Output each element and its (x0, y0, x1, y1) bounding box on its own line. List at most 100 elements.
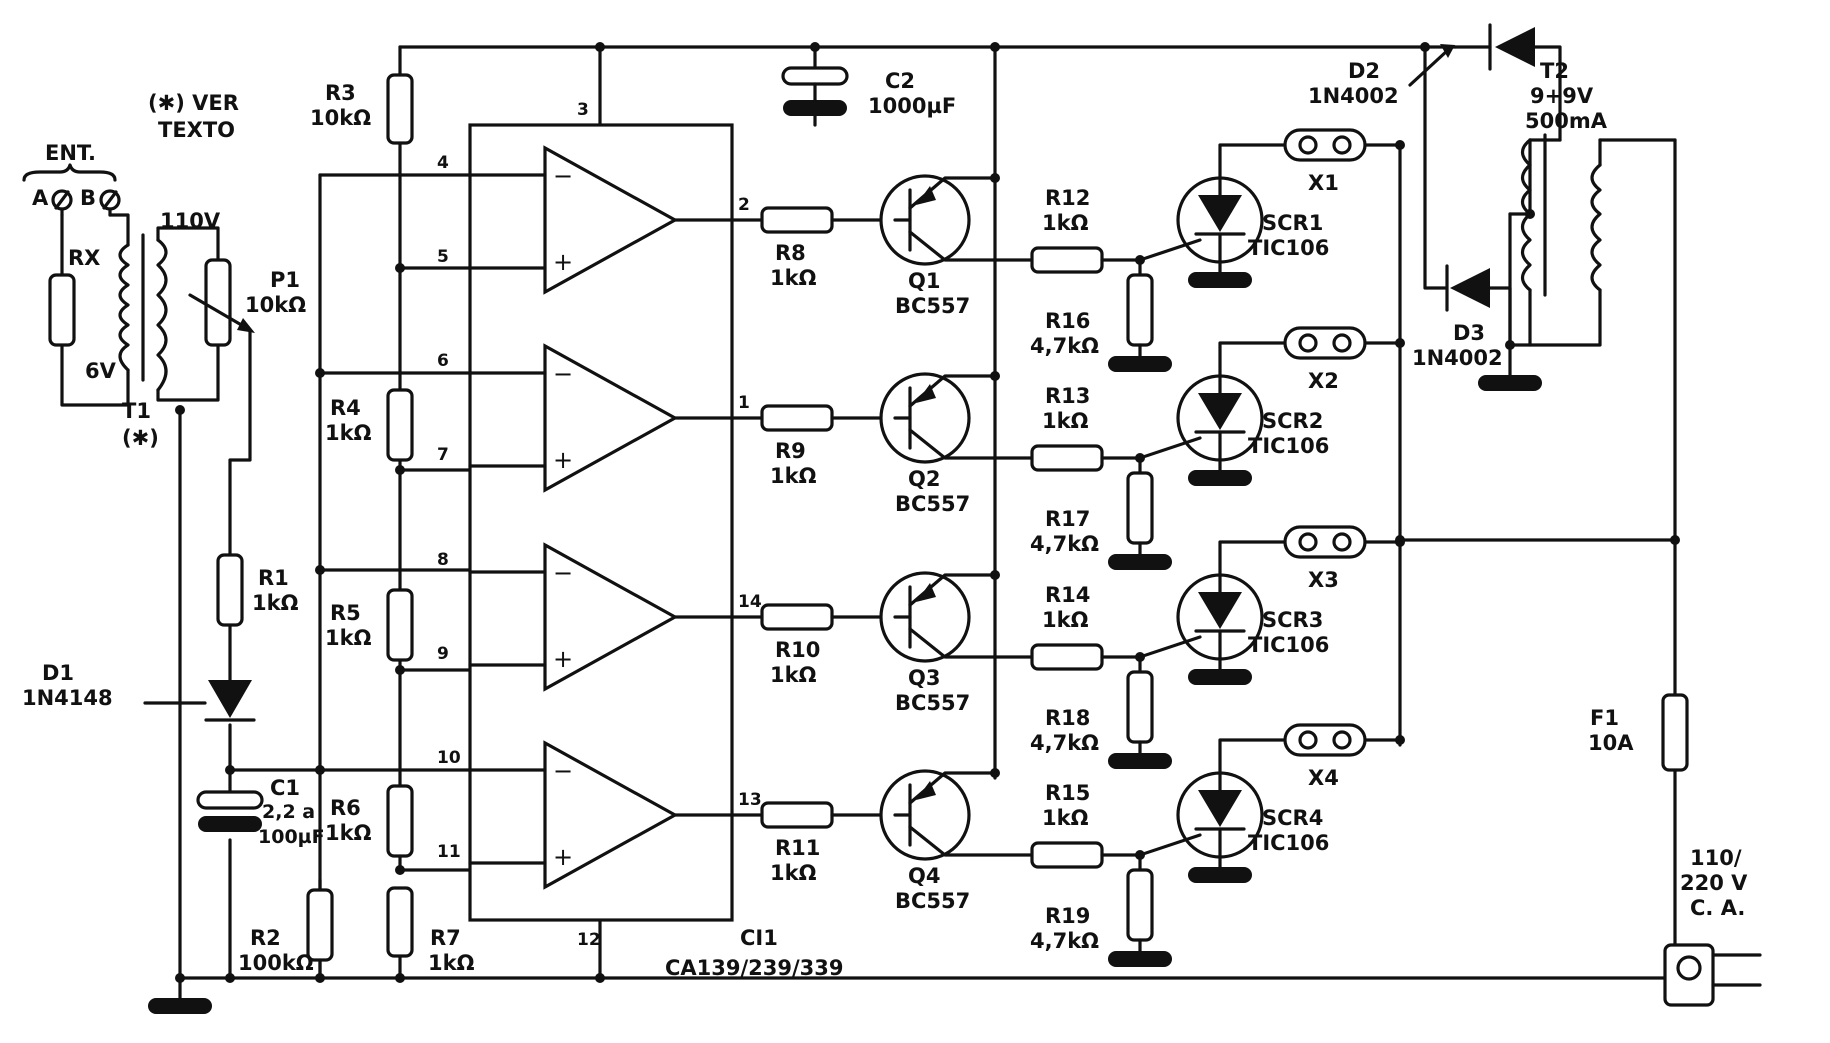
diode-d1 (204, 680, 256, 722)
pulldown-name: R16 (1045, 309, 1090, 333)
r4-name: R4 (330, 396, 361, 420)
transistor (879, 174, 971, 266)
resistor-r2 (306, 888, 334, 962)
rx-name: RX (68, 246, 100, 270)
potentiometer-p1[interactable] (204, 258, 232, 347)
output-socket[interactable] (1283, 525, 1367, 559)
output-socket-name: X3 (1308, 568, 1339, 592)
c1-name: C1 (270, 776, 300, 800)
scr-name: SCR3 (1262, 608, 1323, 632)
pulldown-value: 4,7kΩ (1030, 929, 1099, 953)
output-socket[interactable] (1283, 128, 1367, 162)
pulldown-value: 4,7kΩ (1030, 334, 1099, 358)
pin-minus: 8 (437, 550, 449, 570)
base-resistor-value: 1kΩ (770, 663, 817, 687)
pin-out: 13 (738, 790, 762, 810)
r6-value: 1kΩ (325, 821, 372, 845)
ground (1108, 554, 1172, 570)
transistor-part: BC557 (895, 889, 970, 913)
output-socket[interactable] (1283, 723, 1367, 757)
comparator-4 (543, 740, 679, 890)
plus-sign: + (553, 843, 573, 871)
transistor-name: Q3 (908, 666, 940, 690)
resistor-r7 (386, 886, 414, 958)
f1-name: F1 (1590, 706, 1619, 730)
r7-value: 1kΩ (428, 951, 475, 975)
c1-value2: 100µF (258, 826, 325, 848)
input-brace (22, 163, 117, 182)
r7-name: R7 (430, 926, 461, 950)
r2-value: 100kΩ (238, 951, 314, 975)
gate-resistor-value: 1kΩ (1042, 608, 1089, 632)
t2-voltage: 9+9V (1530, 84, 1594, 108)
f1-value: 10A (1588, 731, 1634, 755)
mains-line2: 220 V (1680, 871, 1748, 895)
base-resistor-value: 1kΩ (770, 464, 817, 488)
transistor (879, 769, 971, 861)
base-resistor-value: 1kΩ (770, 861, 817, 885)
resistor-r5 (386, 588, 414, 662)
d2-part: 1N4002 (1308, 84, 1399, 108)
base-resistor-value: 1kΩ (770, 266, 817, 290)
d1-part: 1N4148 (22, 686, 113, 710)
minus-sign: − (553, 559, 573, 587)
pulldown-value: 4,7kΩ (1030, 532, 1099, 556)
gate-pulldown-resistor (1126, 868, 1154, 942)
capacitor-c2 (781, 66, 849, 116)
plus-sign: + (553, 446, 573, 474)
gate-resistor-value: 1kΩ (1042, 211, 1089, 235)
ic-pin-vcc: 3 (577, 100, 589, 120)
transistor (879, 372, 971, 464)
mains-line3: C. A. (1690, 896, 1745, 920)
c2-name: C2 (885, 69, 915, 93)
cathode-ground (1188, 669, 1252, 685)
comparator-1 (543, 145, 679, 295)
d3-name: D3 (1453, 321, 1485, 345)
resistor-r6 (386, 784, 414, 858)
transistor-part: BC557 (895, 294, 970, 318)
pin-minus: 10 (437, 748, 461, 768)
base-resistor-name: R8 (775, 241, 806, 265)
d2-name: D2 (1348, 59, 1380, 83)
scr-part: TIC106 (1248, 633, 1329, 657)
gate-resistor-name: R13 (1045, 384, 1090, 408)
mains-plug[interactable] (1663, 943, 1762, 1007)
scr-name: SCR2 (1262, 409, 1323, 433)
gate-resistor (1030, 444, 1104, 472)
gate-pulldown-resistor (1126, 471, 1154, 545)
cathode-ground (1188, 470, 1252, 486)
gate-resistor-value: 1kΩ (1042, 806, 1089, 830)
comparator-3 (543, 542, 679, 692)
t1-mark: (✱) (122, 426, 159, 450)
note-line1: (✱) VER (148, 91, 239, 115)
transistor-name: Q4 (908, 864, 940, 888)
output-socket[interactable] (1283, 326, 1367, 360)
t2-current: 500mA (1525, 109, 1608, 133)
ic-pin-gnd: 12 (577, 930, 601, 950)
minus-sign: − (553, 162, 573, 190)
resistor-r3 (386, 73, 414, 145)
transistor-part: BC557 (895, 492, 970, 516)
note-line2: TEXTO (158, 118, 235, 142)
comparator-2 (543, 343, 679, 493)
wiring (60, 45, 1692, 1002)
scr-name: SCR4 (1262, 806, 1323, 830)
transistor-name: Q1 (908, 269, 940, 293)
output-socket-name: X1 (1308, 171, 1339, 195)
pin-out: 2 (738, 195, 750, 215)
pin-out: 1 (738, 393, 750, 413)
base-resistor (760, 603, 834, 631)
output-socket-name: X2 (1308, 369, 1339, 393)
cathode-ground (1188, 867, 1252, 883)
resistor-r4 (386, 388, 414, 462)
pulldown-name: R17 (1045, 507, 1090, 531)
input-a-label: A (32, 186, 49, 210)
p1-name: P1 (270, 268, 300, 292)
base-resistor-name: R10 (775, 638, 820, 662)
minus-sign: − (553, 757, 573, 785)
scr-part: TIC106 (1248, 236, 1329, 260)
r5-value: 1kΩ (325, 626, 372, 650)
base-resistor-name: R9 (775, 439, 806, 463)
resistor-r1 (216, 553, 244, 627)
